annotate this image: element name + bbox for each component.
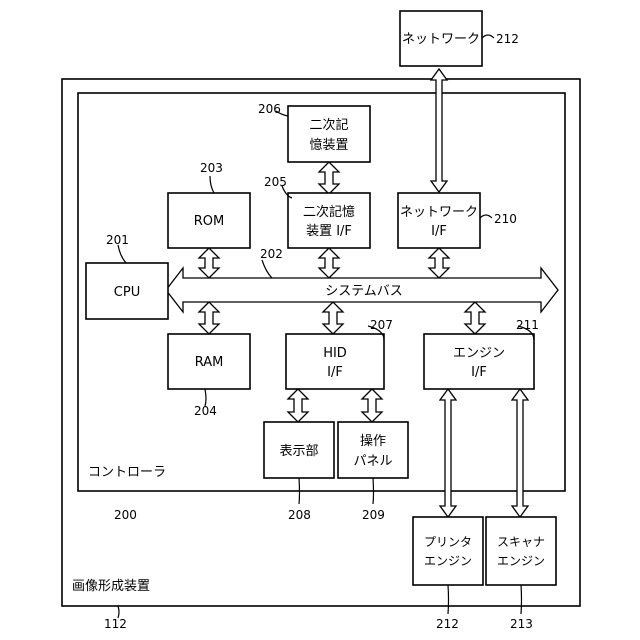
ref-network-if: 210 (494, 212, 517, 226)
svg-text:ROM: ROM (194, 214, 224, 229)
cpu-block: CPU (86, 263, 168, 319)
engine-if-block: エンジン I/F (424, 334, 534, 389)
ref-controller: 200 (114, 508, 137, 522)
ref-printer-engine: 212 (436, 617, 459, 631)
network-if-block: ネットワーク I/F (398, 193, 480, 248)
network-if-bus-arrow (429, 248, 449, 278)
controller-label: コントローラ (88, 465, 166, 480)
svg-text:I/F: I/F (431, 224, 447, 239)
svg-text:二次記: 二次記 (309, 117, 348, 133)
svg-text:エンジン: エンジン (453, 346, 505, 361)
rom-bus-arrow (199, 248, 219, 278)
svg-text:二次記憶: 二次記憶 (303, 204, 355, 220)
hid-panel-arrow (362, 389, 382, 422)
svg-text:エンジン: エンジン (497, 554, 545, 568)
svg-text:I/F: I/F (471, 365, 487, 380)
engine-if-bus-arrow (465, 302, 485, 334)
engine-scanner-arrow (512, 389, 528, 517)
hid-if-block: HID I/F (286, 334, 384, 389)
ref-storage-if: 205 (264, 175, 287, 189)
svg-text:ネットワーク: ネットワーク (400, 205, 478, 220)
svg-text:I/F: I/F (327, 365, 343, 380)
secondary-storage-block: 二次記 憶装置 (288, 106, 370, 162)
svg-text:ネットワーク: ネットワーク (402, 32, 480, 47)
svg-text:プリンタ: プリンタ (424, 535, 472, 549)
scanner-engine-block: スキャナ エンジン (486, 517, 556, 585)
storage-link-arrow (319, 162, 339, 194)
svg-text:CPU: CPU (114, 285, 140, 300)
svg-text:パネル: パネル (353, 454, 392, 469)
ref-apparatus: 112 (104, 617, 127, 631)
rom-block: ROM (168, 193, 250, 248)
ref-system-bus: 202 (260, 247, 283, 261)
ram-bus-arrow (199, 302, 219, 334)
ref-secondary-storage: 206 (258, 102, 281, 116)
apparatus-label: 画像形成装置 (72, 579, 150, 594)
ref-network: 212 (496, 32, 519, 46)
printer-engine-block: プリンタ エンジン (413, 517, 483, 585)
ref-ram: 204 (194, 404, 217, 418)
network-link-arrow (431, 69, 447, 192)
ref-display: 208 (288, 508, 311, 522)
hid-display-arrow (288, 389, 308, 422)
storage-if-block: 二次記憶 装置 I/F (288, 193, 370, 248)
svg-text:操作: 操作 (360, 433, 386, 449)
engine-printer-arrow (440, 389, 456, 517)
svg-text:憶装置: 憶装置 (309, 138, 348, 153)
display-block: 表示部 (264, 422, 334, 478)
svg-text:エンジン: エンジン (424, 554, 472, 568)
ref-cpu: 201 (106, 233, 129, 247)
svg-text:スキャナ: スキャナ (497, 535, 545, 549)
ref-engine-if: 211 (516, 318, 539, 332)
network-block: ネットワーク (400, 11, 482, 66)
svg-text:HID: HID (323, 346, 347, 361)
svg-text:表示部: 表示部 (279, 444, 318, 459)
hid-if-bus-arrow (323, 302, 343, 334)
ram-block: RAM (168, 334, 250, 389)
storage-if-bus-arrow (319, 248, 339, 278)
svg-text:RAM: RAM (195, 355, 224, 370)
ref-rom: 203 (200, 161, 223, 175)
ref-hid-if: 207 (370, 318, 393, 332)
svg-text:装置 I/F: 装置 I/F (306, 224, 352, 239)
system-bus-label: システムバス (325, 284, 403, 299)
ref-scanner-engine: 213 (510, 617, 533, 631)
operation-panel-block: 操作 パネル (338, 422, 408, 478)
ref-panel: 209 (362, 508, 385, 522)
